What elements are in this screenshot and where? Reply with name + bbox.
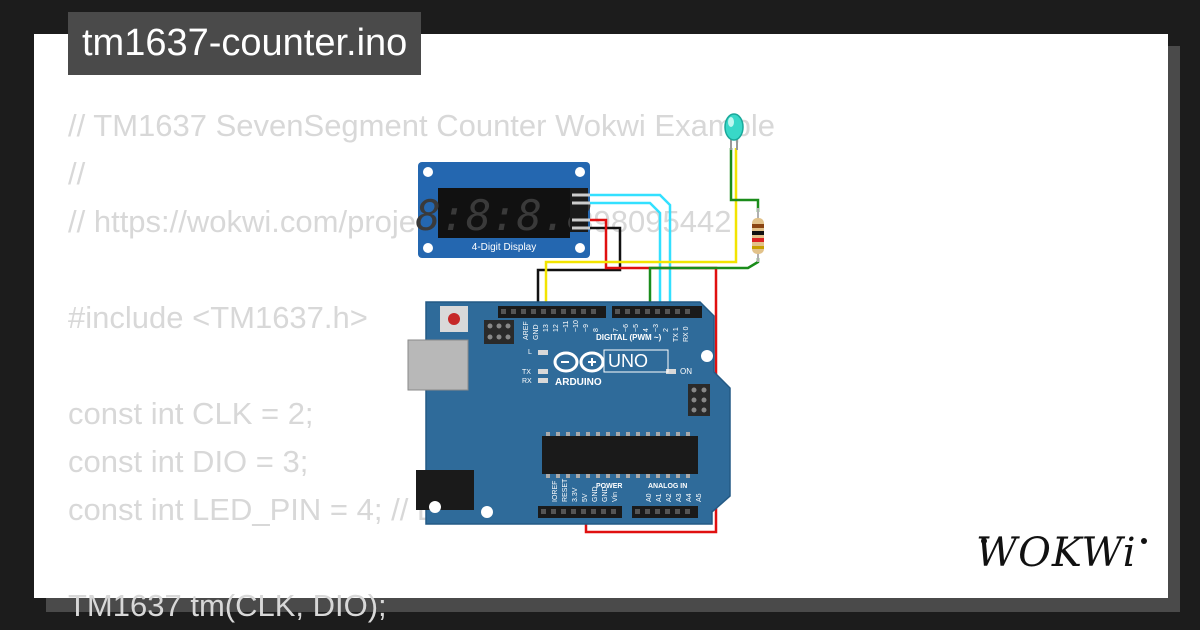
board-model: UNO [608,351,648,371]
power-label: POWER [596,483,622,490]
wokwi-logo: WOKWi [976,530,1147,576]
digital-label: DIGITAL (PWM ~) [596,333,662,342]
wire-gnd-display [536,226,622,308]
power-pin-label: 3.3V [572,487,579,502]
code-preview: // TM1637 SevenSegment Counter Wokwi Exa… [68,102,775,630]
code-line: #include <TM1637.h> [68,300,368,335]
board-name: ARDUINO [555,377,602,388]
wire-led-anode [544,148,738,308]
power-pin-label: GND [592,486,599,502]
pin-label: RX 0 [683,326,690,342]
on-label: ON [680,367,692,376]
led-rx-label: RX [522,378,532,385]
wire-resistor-pin [648,258,760,308]
pin-label: 2 [663,328,670,332]
power-pin-label: 5V [582,493,589,502]
analog-pin-label: A0 [646,493,653,502]
power-pin-label: GND [602,486,609,502]
pin-label: TX 1 [673,327,680,342]
code-line: // [68,156,86,191]
led[interactable] [724,113,744,150]
power-pin-label: RESET [562,478,569,502]
pin-label: ~9 [583,324,590,332]
analog-pin-label: A2 [666,493,673,502]
led-l-label: L [528,349,532,356]
arduino-uno-board[interactable]: AREF GND 13 12 ~11 ~10 ~9 8 7 ~6 ~5 4 ~3… [407,301,731,525]
code-line: TM1637 tm(CLK, DIO); [68,588,387,623]
tm1637-display[interactable]: 8:8:8.8 4-Digit Display [415,162,593,258]
analog-label: ANALOG IN [648,483,687,490]
resistor[interactable] [752,208,764,262]
power-pin-label: IOREF [552,481,559,502]
pin-label: 12 [553,324,560,332]
wires [536,148,760,534]
brand-text: WOKWi [976,530,1137,576]
pin-label-aref: AREF [523,321,530,340]
pin-label: 7 [613,328,620,332]
pin-label-gnd: GND [533,324,540,340]
display-label: 4-Digit Display [472,242,536,253]
analog-pin-label: A4 [686,493,693,502]
analog-pin-label: A3 [676,493,683,502]
code-line: const int CLK = 2; [68,396,314,431]
pin-label: 4 [643,328,650,332]
pin-label: ~11 [563,321,570,332]
wire-led-resistor [729,148,760,212]
power-pin-label: Vin [612,492,619,502]
pin-label: 8 [593,328,600,332]
led-tx-label: TX [522,369,531,376]
display-digits: 8:8:8.8 [415,191,592,240]
pin-label: ~3 [653,324,660,332]
wire-dio [588,201,662,308]
pin-label: 13 [543,324,550,332]
code-line: const int DIO = 3; [68,444,309,479]
code-line: // TM1637 SevenSegment Counter Wokwi Exa… [68,108,776,143]
wire-clk [588,193,672,308]
analog-pin-label: A5 [696,493,703,502]
pin-label: ~10 [573,320,580,332]
arduino-logo [553,351,605,373]
pin-label: ~5 [633,324,640,332]
pin-label: ~6 [623,324,630,332]
project-title[interactable]: tm1637-counter.ino [68,12,422,75]
analog-pin-label: A1 [656,493,663,502]
